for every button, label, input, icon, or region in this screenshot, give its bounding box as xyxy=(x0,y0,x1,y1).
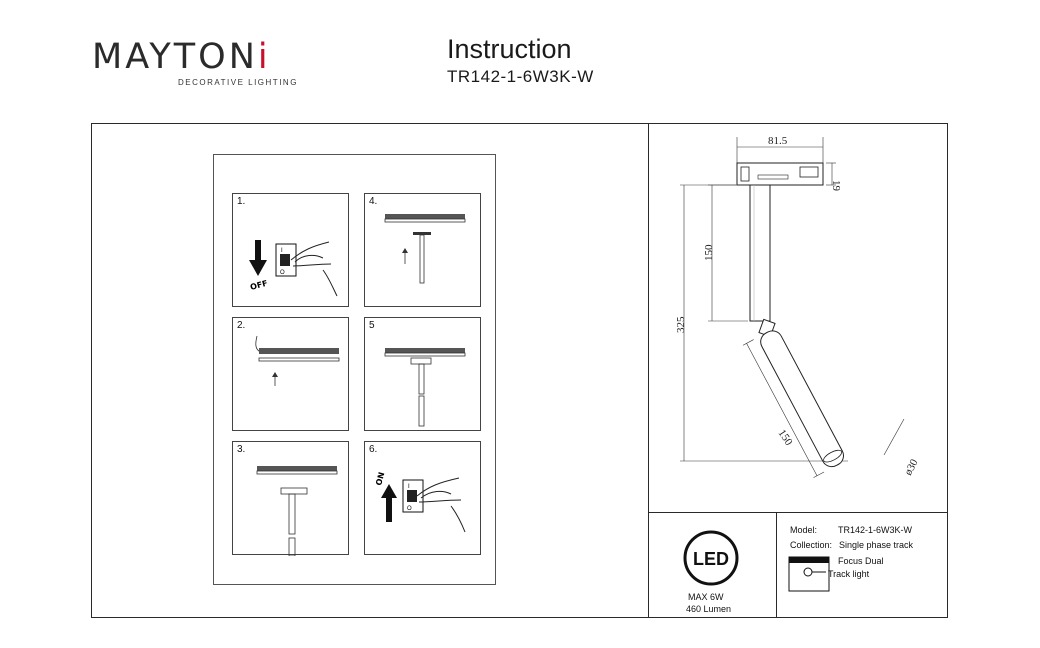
step-1: 1. OFF I O xyxy=(232,193,349,307)
on-label: ON xyxy=(374,471,386,486)
dimension-drawing: 81.5 19 150 325 150 ø30 xyxy=(675,135,921,478)
step-4: 4. xyxy=(364,193,481,307)
svg-text:O: O xyxy=(280,270,285,276)
step-6: 6. ON I O xyxy=(364,441,481,555)
svg-text:I: I xyxy=(281,248,283,254)
dim-width: 81.5 xyxy=(768,135,788,147)
document-title: Instruction xyxy=(447,34,572,64)
track-profile-icon xyxy=(788,556,830,592)
spec-model-label: Model: xyxy=(790,525,818,535)
step-number: 6. xyxy=(369,444,378,455)
led-label: LED xyxy=(693,549,729,569)
svg-text:O: O xyxy=(407,506,412,512)
step-5: 5 xyxy=(364,317,481,431)
dim-height-top: 19 xyxy=(830,180,842,192)
brand-logo: MAYTONi xyxy=(92,40,271,75)
spec-frame xyxy=(776,512,948,618)
led-max-power: MAX 6W xyxy=(688,592,724,602)
spec-series-line2: Track light xyxy=(828,569,870,579)
dim-body-length: 150 xyxy=(703,244,715,261)
spec-collection-value: Single phase track xyxy=(839,540,914,550)
step-number: 3. xyxy=(237,444,246,455)
step-2: 2. xyxy=(232,317,349,431)
spec-series-line1: Focus Dual xyxy=(838,556,884,566)
dim-head-length: 150 xyxy=(776,427,795,448)
off-label: OFF xyxy=(249,279,268,292)
switch-off-illustration: OFF I O xyxy=(249,240,338,297)
led-icon: LED xyxy=(683,530,739,586)
switch-on-illustration: ON I O xyxy=(374,471,466,533)
dim-total-height: 325 xyxy=(675,316,687,333)
dim-diameter: ø30 xyxy=(902,457,921,478)
installed-light-illustration xyxy=(384,348,466,427)
svg-text:I: I xyxy=(408,484,410,490)
step-number: 1. xyxy=(237,196,246,207)
steps-panel xyxy=(213,154,496,585)
model-code: TR142-1-6W3K-W xyxy=(447,67,594,86)
step-number: 4. xyxy=(369,196,378,207)
mount-track-illustration xyxy=(255,335,340,386)
step-number: 2. xyxy=(237,320,246,331)
attach-adapter-illustration xyxy=(256,466,338,556)
brand-tagline: DECORATIVE LIGHTING xyxy=(178,78,298,87)
step-number: 5 xyxy=(369,320,375,331)
install-head-illustration xyxy=(384,214,466,284)
led-lumen: 460 Lumen xyxy=(686,604,732,614)
step-3: 3. xyxy=(232,441,349,556)
brand-name-accent: i xyxy=(257,37,271,77)
spec-model-value: TR142-1-6W3K-W xyxy=(838,525,913,535)
brand-name: MAYTON xyxy=(92,37,258,77)
spec-collection-label: Collection: xyxy=(790,540,833,550)
